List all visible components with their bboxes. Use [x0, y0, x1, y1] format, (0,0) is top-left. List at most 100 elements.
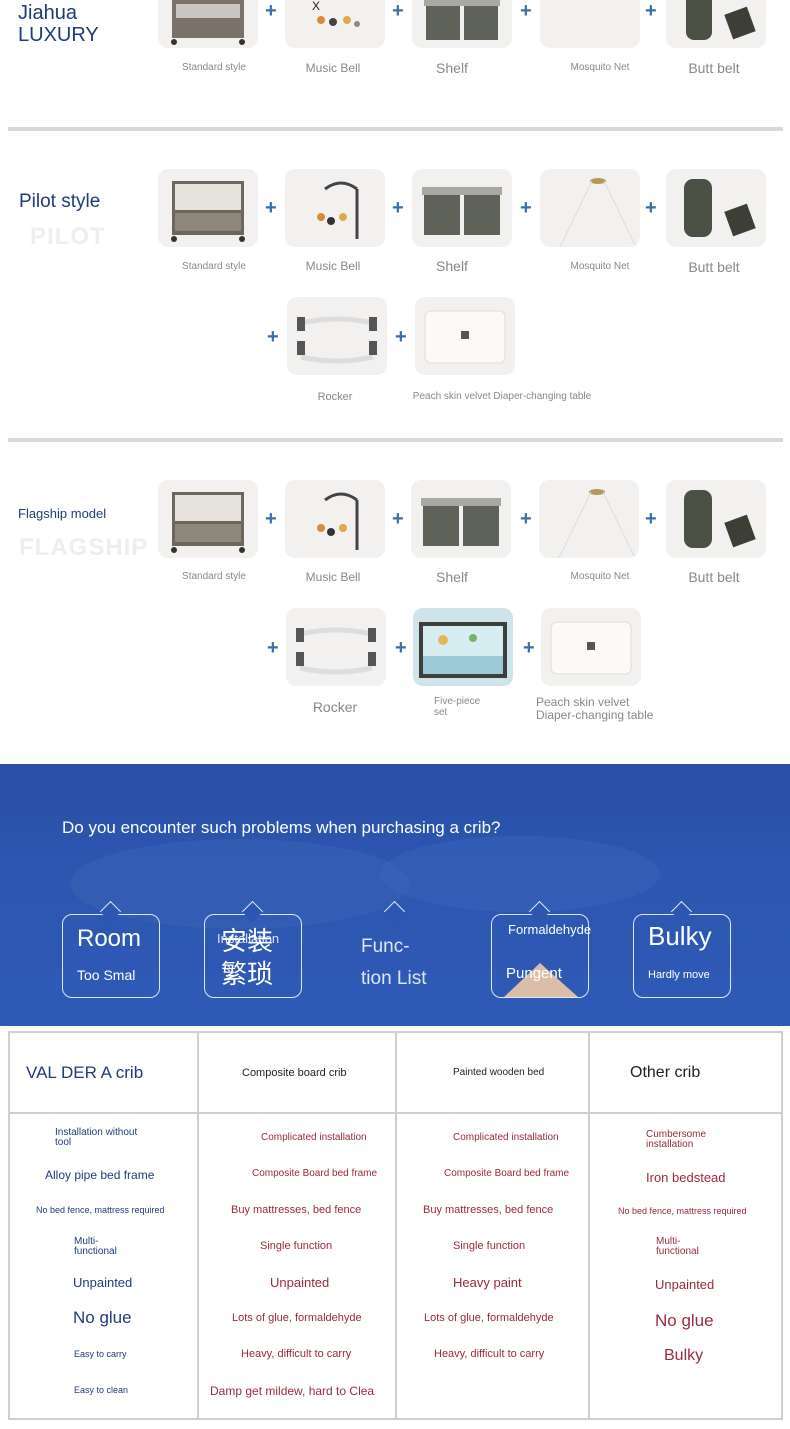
mosquito-net-image [539, 480, 639, 558]
changing-table-image [415, 297, 515, 375]
table-cell: Lots of glue, formaldehyde [232, 1312, 362, 1324]
table-column-divider [588, 1033, 590, 1418]
table-cell: Multi-functional [656, 1236, 699, 1257]
caption: Rocker [312, 699, 358, 715]
caption: Standard style [182, 261, 246, 272]
luxury-title: Jiahua [18, 2, 77, 24]
problem-card-room: Room Too Smal [62, 914, 160, 998]
table-cell: Complicated installation [453, 1132, 559, 1143]
butt-belt-image [666, 0, 766, 48]
caption: Shelf [436, 60, 468, 76]
table-cell: Buy mattresses, bed fence [231, 1204, 362, 1216]
problem-card-function: Func-tion List [346, 914, 444, 998]
plus-icon: + [265, 197, 277, 219]
plus-icon: + [520, 0, 532, 22]
caption: Peach skin velvet Diaper-changing table [536, 695, 654, 723]
table-cell: No bed fence, mattress required [36, 1205, 165, 1215]
table-header: Other crib [630, 1063, 701, 1081]
problem-card-installation: Installation 安装繁琐 [204, 914, 302, 998]
flagship-subtitle: FLAGSHIP [19, 534, 149, 561]
rocker-image [286, 608, 386, 686]
section-divider [8, 127, 783, 131]
pilot-section: Pilot style PILOT + + + + Standard style… [0, 131, 790, 439]
caption: Standard style [182, 62, 246, 73]
banner-background-art [70, 836, 660, 929]
table-column-divider [395, 1033, 397, 1418]
luxury-section: Jiahua LUXURY + X + + + Standard style M… [0, 0, 790, 130]
table-cell: Complicated installation [261, 1132, 367, 1143]
music-bell-image [285, 169, 385, 247]
plus-icon: + [265, 508, 277, 530]
mobile-mark: X [312, 0, 321, 13]
standard-crib-image [158, 480, 258, 558]
table-cell: Heavy paint [453, 1275, 522, 1290]
standard-crib-image [158, 169, 258, 247]
caption: Mosquito Net [570, 571, 630, 582]
plus-icon: + [392, 0, 404, 22]
problem-card-bulky: Bulky Hardly move [633, 914, 731, 998]
plus-icon: + [395, 637, 407, 659]
table-cell: Unpainted [73, 1275, 133, 1290]
pilot-title: Pilot style [19, 191, 101, 212]
plus-icon: + [520, 508, 532, 530]
butt-belt-image [666, 480, 766, 558]
table-cell: Heavy, difficult to carry [241, 1348, 352, 1360]
table-cell: Composite Board bed frame [444, 1168, 570, 1179]
caption: Butt belt [688, 60, 740, 76]
table-cell: No glue [655, 1311, 714, 1330]
caption: Five-piece set [434, 696, 481, 718]
five-piece-set-image [413, 608, 513, 686]
table-cell: Single function [453, 1240, 526, 1252]
caption: Peach skin velvet Diaper-changing table [412, 391, 592, 402]
problem-title: Func-tion List [361, 936, 427, 990]
plus-icon: + [520, 197, 532, 219]
problem-detail: Hardly move [648, 969, 710, 981]
table-cell: Alloy pipe bed frame [45, 1168, 155, 1182]
table-header: Painted wooden bed [453, 1067, 545, 1078]
table-cell: Multi-functional [74, 1236, 117, 1257]
pilot-subtitle: PILOT [30, 223, 106, 250]
caption: Rocker [317, 391, 353, 403]
table-cell: Iron bedstead [646, 1170, 726, 1185]
plus-icon: + [265, 0, 277, 22]
caption: Standard style [182, 571, 246, 582]
plus-icon: + [392, 508, 404, 530]
butt-belt-image [666, 169, 766, 247]
problem-title: Bulky [648, 921, 712, 951]
music-bell-image: X [285, 0, 385, 48]
shelf-image [412, 169, 512, 247]
caption: Music Bell [305, 61, 361, 75]
problem-card-formaldehyde: Formaldehyde Pungent [491, 914, 592, 998]
mosquito-net-image [540, 169, 640, 247]
table-cell: Installation without tool [55, 1127, 138, 1148]
shelf-image [412, 0, 512, 48]
table-cell: Buy mattresses, bed fence [423, 1204, 554, 1216]
comparison-table: VAL DER A crib Composite board crib Pain… [8, 1031, 783, 1420]
section-divider [8, 438, 783, 442]
plus-icon: + [392, 197, 404, 219]
caption: Shelf [436, 258, 468, 274]
table-cell: Unpainted [270, 1275, 330, 1290]
problem-detail: Installation [217, 931, 280, 946]
music-bell-image [285, 480, 385, 558]
plus-icon: + [645, 197, 657, 219]
plus-icon: + [645, 508, 657, 530]
caption: Music Bell [305, 570, 361, 584]
banner-question: Do you encounter such problems when purc… [62, 818, 501, 837]
problem-title: Formaldehyde [508, 922, 592, 937]
triangle-icon [504, 963, 578, 997]
plus-icon: + [523, 637, 535, 659]
changing-table-image [541, 608, 641, 686]
caption: Butt belt [688, 259, 740, 275]
table-cell: Easy to clean [74, 1385, 129, 1395]
plus-icon: + [267, 326, 279, 348]
table-cell: Cumbersome installation [646, 1129, 707, 1150]
standard-crib-image [158, 0, 258, 48]
luxury-subtitle: LUXURY [18, 24, 99, 46]
shelf-image [411, 480, 511, 558]
problems-banner: Do you encounter such problems when purc… [0, 764, 790, 1026]
table-cell: Composite Board bed frame [252, 1168, 378, 1179]
table-cell: Unpainted [655, 1277, 715, 1292]
caption: Mosquito Net [570, 62, 630, 73]
plus-icon: + [395, 326, 407, 348]
